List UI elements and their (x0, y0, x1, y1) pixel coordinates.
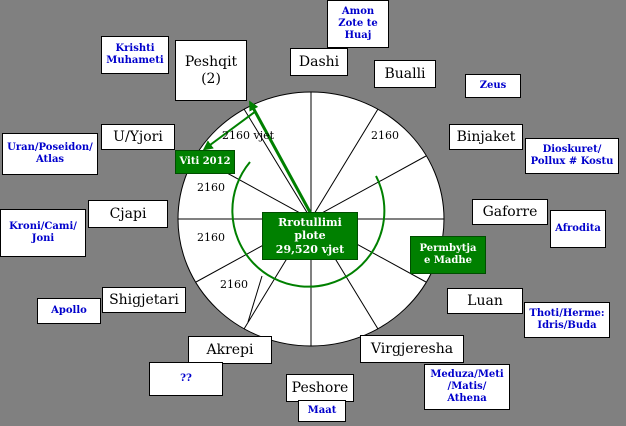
deity-thoti: Thoti/Herme: Idris/Buda (524, 302, 610, 338)
deity-dioskuret: Dioskuret/ Pollux # Kostu (525, 138, 619, 174)
pointer-line (247, 275, 263, 323)
sign-label: Gaforre (482, 203, 538, 220)
sign-label: Binjaket (456, 128, 516, 145)
deity-maat: Maat (298, 400, 346, 422)
deity-meduza: Meduza/Meti /Matis/ Athena (424, 364, 510, 410)
sign-number: (2) (201, 70, 221, 87)
deity-afrodita: Afrodita (550, 210, 606, 248)
sign-label: Peshore (291, 379, 349, 396)
sign-binjaket: Binjaket (449, 124, 523, 150)
sign-peshqit: Peshqit (2) (175, 40, 247, 101)
sign-virgjeresha: Virgjeresha (360, 335, 464, 363)
sign-label: Shigjetari (109, 291, 179, 308)
sign-label: Virgjeresha (370, 340, 454, 357)
sign-akrepi: Akrepi (188, 336, 272, 364)
viti-2012-box: Viti 2012 (175, 150, 235, 174)
sign-label: Peshqit (184, 54, 238, 71)
arrow-to-viti (202, 110, 257, 151)
years-label-left-1: 2160 (197, 181, 225, 194)
rotation-circle (231, 161, 386, 288)
sign-luan: Luan (447, 288, 523, 314)
years-label-left-3: 2160 (220, 278, 248, 291)
deity-akrepi: ?? (149, 362, 223, 396)
deity-krishti: Krishti Muhameti (101, 36, 169, 74)
sign-label: Bualli (384, 65, 426, 82)
sign-bualli: Bualli (374, 60, 436, 88)
sign-label: Cjapi (109, 205, 147, 222)
sign-shigjetari: Shigjetari (102, 287, 186, 313)
deity-zeus: Zeus (465, 74, 521, 98)
sign-dashi: Dashi (290, 48, 348, 76)
years-label-top: 2160 vjet (222, 129, 275, 142)
center-rotation-box: Rrotullimi plote 29,520 vjet (262, 212, 358, 260)
sign-peshore: Peshore (286, 374, 354, 402)
sign-cjapi: Cjapi (88, 200, 168, 228)
deity-uran: Uran/Poseidon/ Atlas (2, 133, 98, 175)
years-label-right: 2160 (371, 129, 399, 142)
permbytja-box: Permbytja e Madhe (410, 236, 486, 274)
sign-ujori: U/Yjori (101, 124, 175, 150)
years-label-left-2: 2160 (197, 231, 225, 244)
sign-label: Akrepi (206, 341, 254, 358)
sign-label: U/Yjori (113, 128, 163, 145)
arrow-to-peshqit (249, 100, 313, 215)
sign-label: Luan (467, 292, 503, 309)
deity-amon: Amon Zote te Huaj (327, 0, 389, 48)
deity-apollo: Apollo (37, 298, 101, 324)
sign-gaforre: Gaforre (472, 199, 548, 225)
deity-kroni: Kroni/Cami/ Joni (0, 209, 86, 257)
sign-label: Dashi (298, 53, 340, 70)
